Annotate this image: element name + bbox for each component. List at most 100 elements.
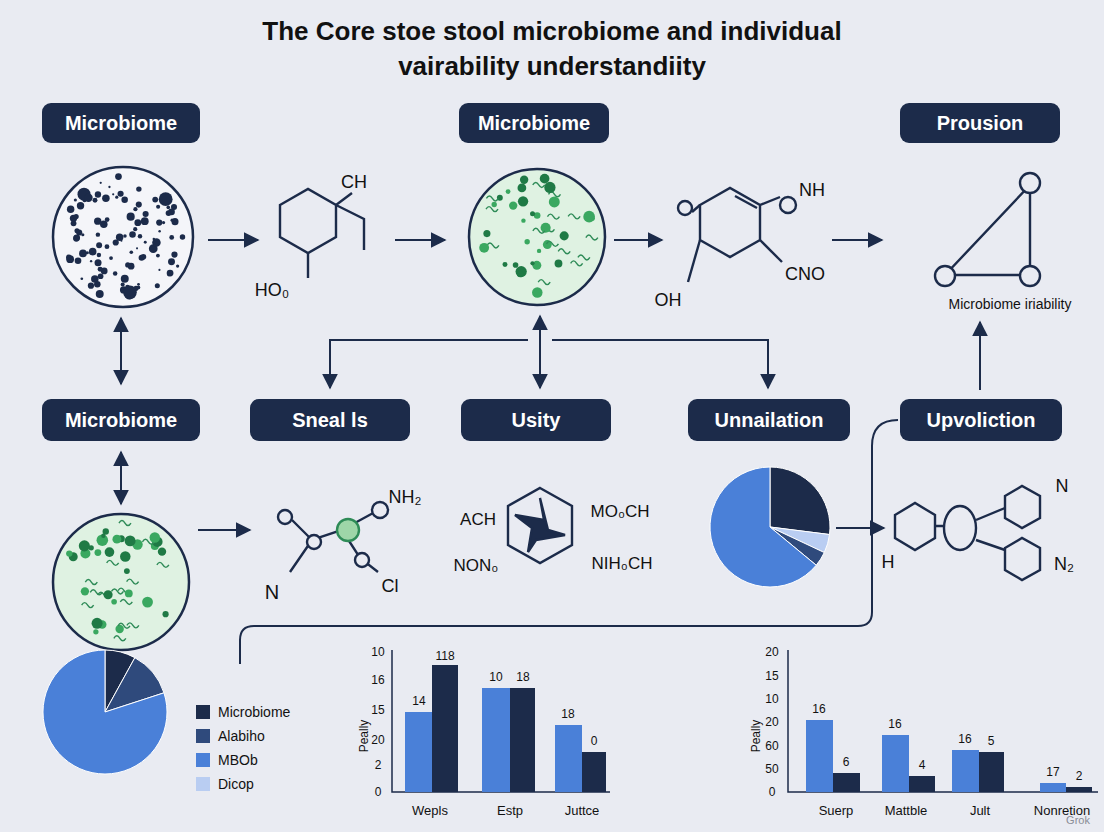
bar-value: 0: [591, 734, 598, 748]
branch-line: [330, 340, 528, 388]
bar: [806, 720, 833, 792]
legend-label: Dicop: [218, 776, 254, 792]
atom-label: HO₀: [255, 280, 289, 301]
label-box: Upvoliction: [900, 399, 1062, 441]
petri-dish: [53, 167, 193, 307]
axis-title: Peally: [749, 720, 763, 753]
label-box: Prousion: [900, 103, 1060, 143]
double-arrow: [120, 318, 122, 384]
chemical-structure: [678, 188, 796, 282]
atom-label: H: [882, 552, 895, 573]
axis-tick: 15: [765, 669, 778, 683]
axis-tick: 10: [765, 692, 778, 706]
category-label: Suerp: [819, 803, 854, 818]
category-label: Juttce: [565, 803, 600, 818]
bar-value: 5: [988, 734, 995, 748]
atom-label: NH₂: [389, 487, 422, 508]
flow-arrow: [208, 239, 258, 241]
double-arrow: [120, 452, 122, 504]
atom-label: NH: [799, 180, 825, 201]
label-box: Usity: [461, 399, 611, 441]
bar: [952, 750, 979, 792]
box-label: Unnailation: [702, 407, 836, 433]
title: The Core stoe stool microbiome and indiv…: [262, 14, 842, 84]
chemical-structure: [895, 486, 1040, 580]
bar-value: 2: [1076, 769, 1083, 783]
axis-tick: 0: [769, 785, 776, 799]
bar-value: 4: [919, 758, 926, 772]
axis-tick: 20: [765, 715, 778, 729]
label-box: Unnailation: [688, 399, 850, 441]
axis-tick: 2: [375, 758, 382, 772]
legend-row: Alabiho: [196, 724, 290, 748]
bar: [833, 773, 860, 792]
bar-group: [405, 665, 1092, 792]
atom-label: MO₀CH: [591, 502, 650, 522]
caption-label: Microbiome iriability: [949, 296, 1072, 312]
bar-value: 17: [1046, 765, 1059, 779]
bar-value: 10: [489, 670, 502, 684]
network-triangle: [935, 173, 1040, 286]
legend-row: MBOb: [196, 748, 290, 772]
double-arrow: [539, 316, 541, 388]
bar: [510, 688, 535, 792]
atom-label: OH: [655, 290, 682, 311]
atom-label: NON₀: [454, 556, 499, 576]
chemical-structure: [278, 502, 388, 572]
watermark: Grok: [1066, 814, 1090, 826]
legend-swatch: [196, 753, 210, 767]
box-label: Usity: [475, 407, 597, 433]
bar: [405, 712, 432, 792]
axis-tick: 60: [765, 739, 778, 753]
box-label: Prousion: [914, 111, 1046, 135]
flow-arrow: [832, 239, 882, 241]
axis-title: Peally: [357, 720, 371, 753]
atom-label: CNO: [785, 264, 825, 285]
atom-label: ACH: [460, 510, 496, 530]
bar: [1040, 783, 1066, 792]
label-box: Sneal ls: [250, 399, 410, 441]
axis-tick: 20: [765, 645, 778, 659]
flow-arrow: [979, 322, 981, 390]
atom-label: CH: [341, 172, 367, 193]
bar: [979, 752, 1004, 792]
legend-label: Microbiome: [218, 704, 290, 720]
petri-dish: [53, 514, 189, 650]
bar-value: 18: [561, 707, 574, 721]
axis-tick: 10: [371, 645, 384, 659]
pie-chart: [43, 650, 167, 774]
bar: [555, 725, 582, 792]
legend-swatch: [196, 705, 210, 719]
axis-tick: 0: [375, 785, 382, 799]
category-label: Wepls: [412, 803, 448, 818]
box-label: Microbiome: [56, 407, 186, 433]
legend-label: MBOb: [218, 752, 258, 768]
bar-value: 16: [888, 717, 901, 731]
category-label: Estp: [497, 803, 523, 818]
bar-value: 6: [843, 755, 850, 769]
pie-chart: [710, 467, 830, 587]
label-box: Microbiome: [459, 103, 609, 143]
pie-charts: [43, 467, 830, 774]
bar-value: 16: [958, 732, 971, 746]
flow-arrow: [198, 529, 250, 531]
box-label: Microbiome: [473, 111, 595, 135]
category-label: Mattble: [885, 803, 928, 818]
box-label: Sneal ls: [264, 407, 396, 433]
bar: [432, 665, 458, 792]
legend: MicrobiomeAlabihoMBObDicop: [196, 700, 290, 796]
bar: [582, 752, 606, 792]
legend-row: Microbiome: [196, 700, 290, 724]
axis-tick: 16: [371, 673, 384, 687]
return-line: [240, 420, 898, 664]
bar: [482, 688, 510, 792]
atom-label: Cl: [382, 576, 399, 597]
box-label: Upvoliction: [914, 407, 1048, 433]
flow-arrow: [395, 239, 445, 241]
bar-value: 16: [812, 702, 825, 716]
legend-row: Dicop: [196, 772, 290, 796]
chemical-structure: [508, 488, 572, 563]
flow-arrow: [836, 527, 884, 529]
category-label: Jult: [970, 803, 990, 818]
